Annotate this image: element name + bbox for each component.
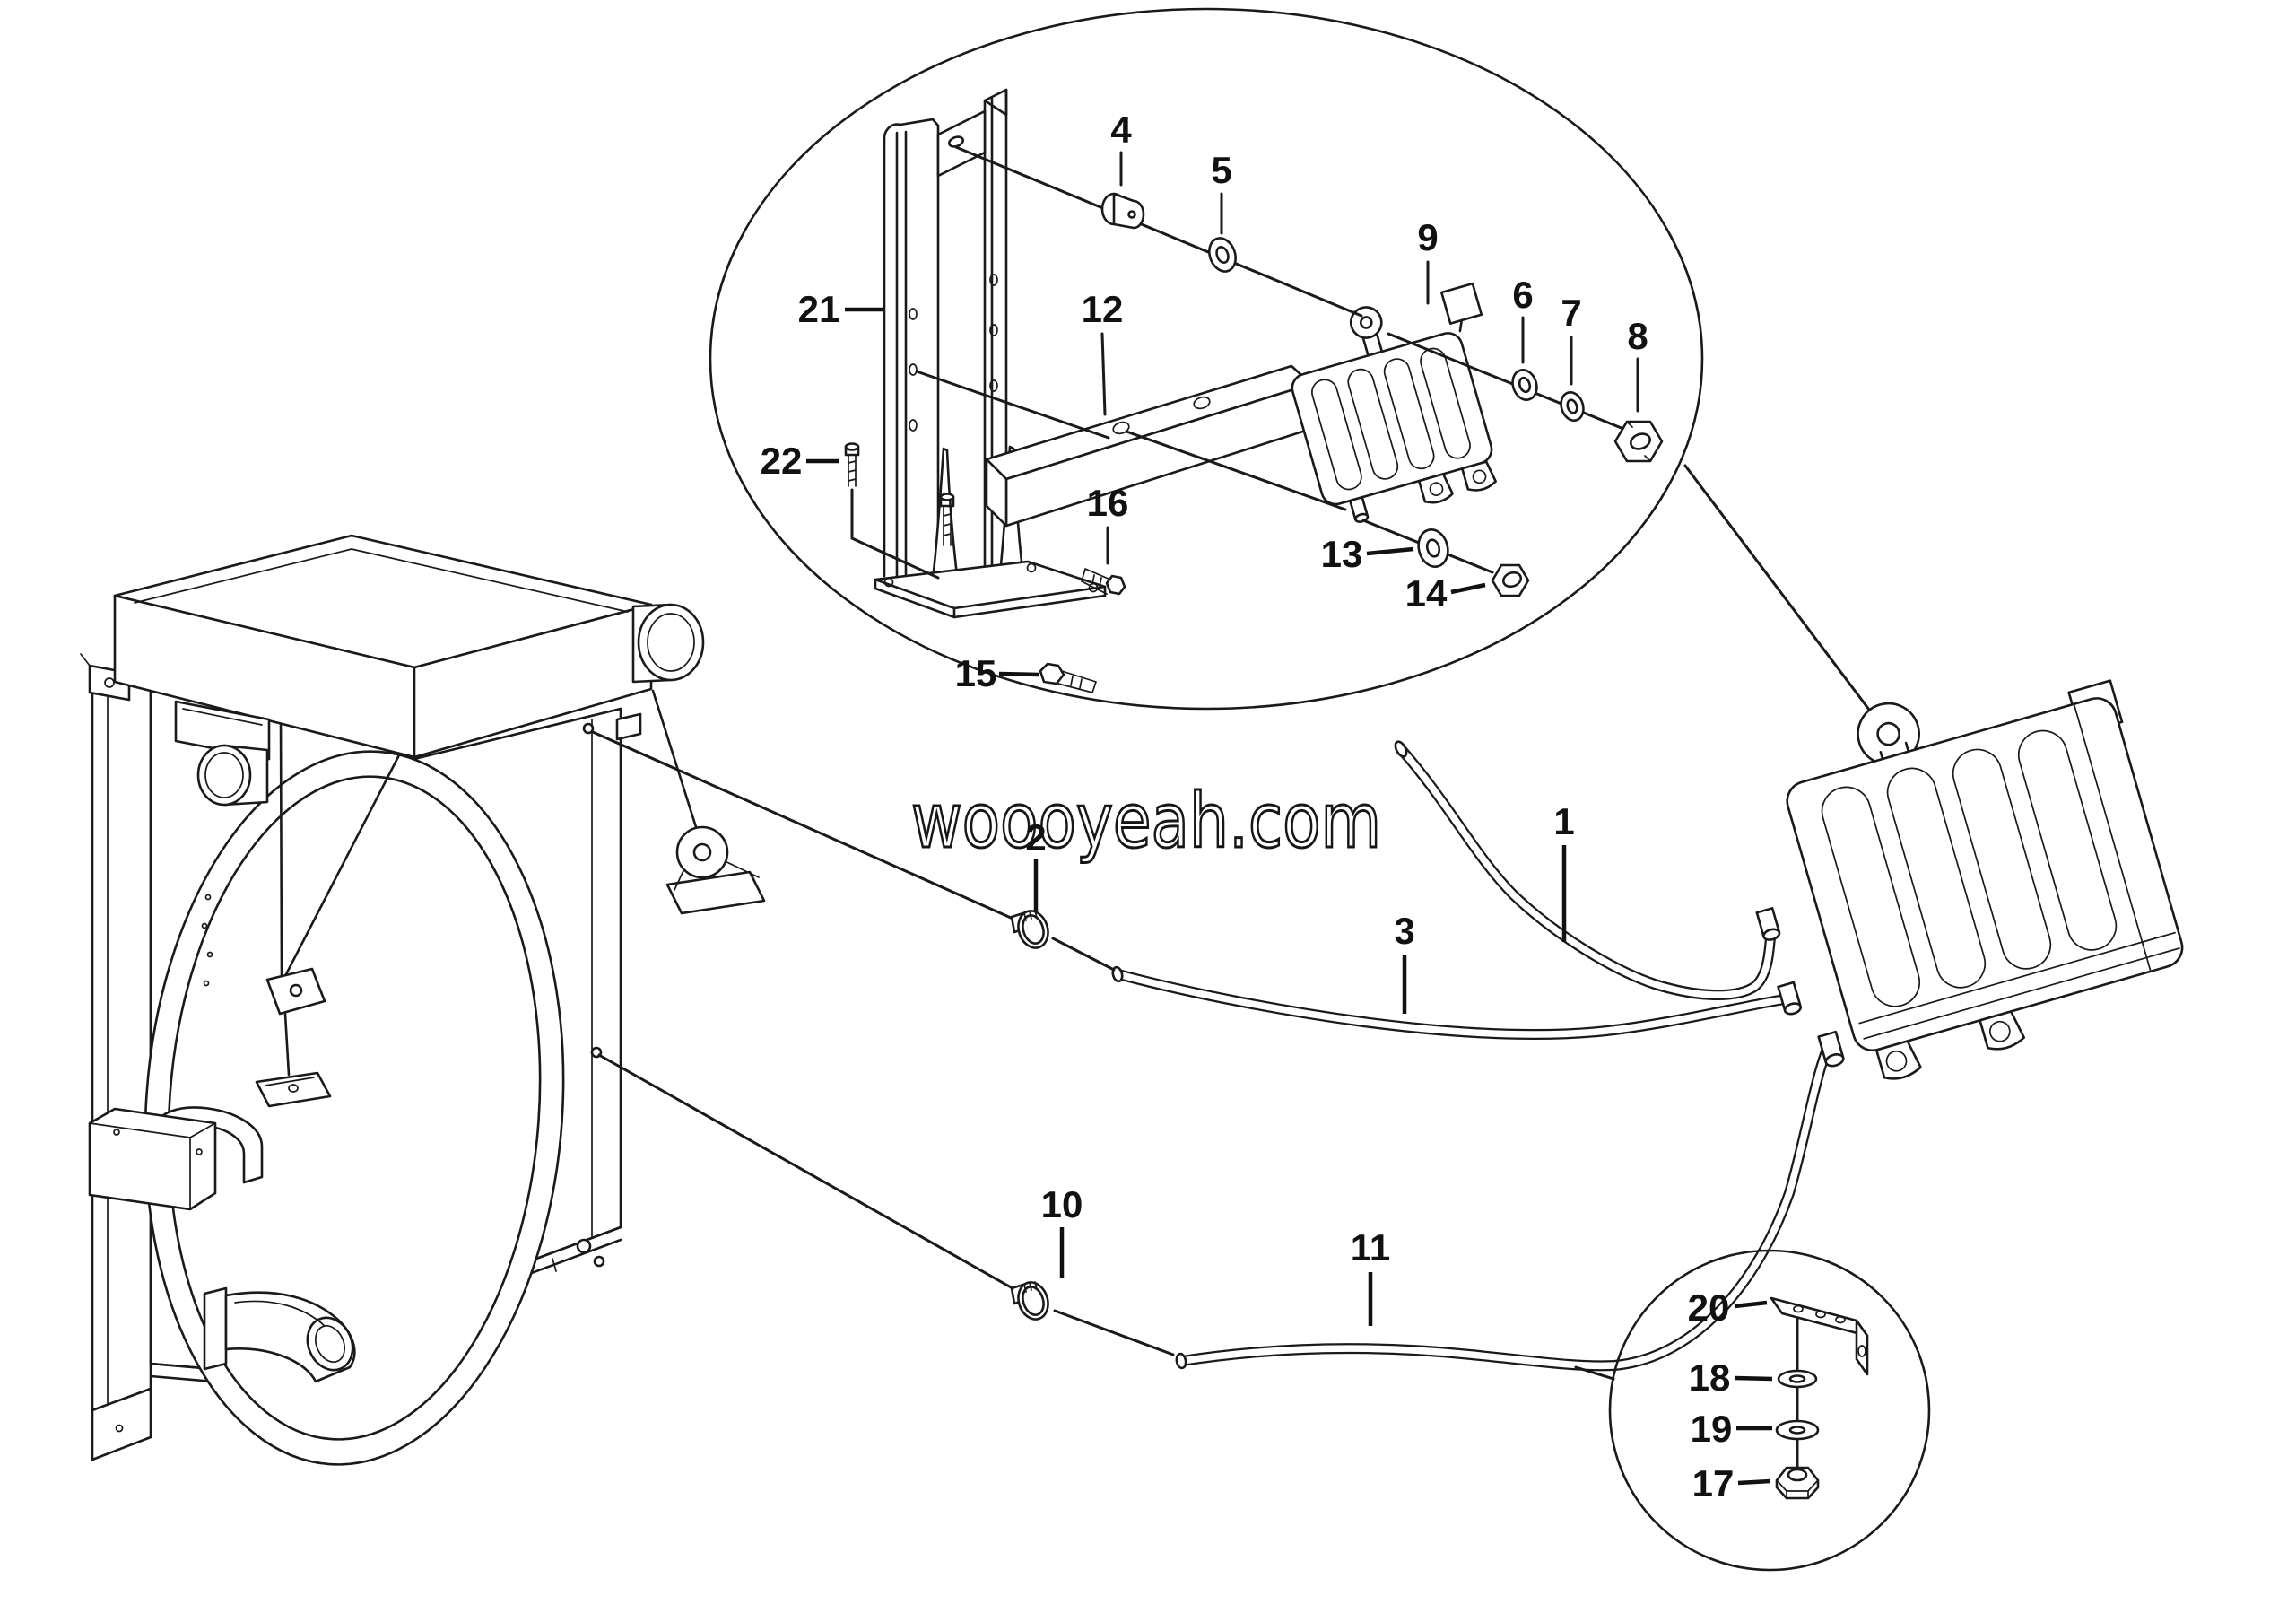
- washer-6: [1511, 369, 1538, 401]
- expansion-tank-large: [1755, 679, 2184, 1080]
- radiator-handle-bracket: [88, 1106, 264, 1211]
- part-label-4: 4: [1110, 109, 1132, 151]
- callout-dashes: [806, 307, 1773, 1486]
- part-label-15: 15: [955, 652, 997, 694]
- part-label-13: 13: [1321, 533, 1363, 575]
- radiator-side-nub: [615, 712, 642, 741]
- stand-anchor-bolt: [939, 493, 955, 546]
- hex-nut-8: [1613, 420, 1664, 463]
- radiator-elbow-hose: [203, 1286, 356, 1383]
- detail-ellipse-view: [709, 7, 1704, 711]
- radiator-side-channel: [80, 653, 152, 1461]
- watermark: woooyeah.com: [911, 777, 1381, 865]
- part-label-14: 14: [1405, 572, 1448, 615]
- part-label-5: 5: [1211, 149, 1231, 191]
- part-label-11: 11: [1351, 1226, 1390, 1269]
- radiator-assembly: [80, 534, 766, 1466]
- detail-ellipse-outline: [709, 7, 1704, 711]
- part-label-18: 18: [1689, 1356, 1731, 1399]
- radiator-top-tank: [113, 534, 653, 761]
- part-label-16: 16: [1087, 482, 1129, 524]
- part-label-6: 6: [1512, 274, 1533, 316]
- radiator-left-pipe: [196, 744, 269, 807]
- support-bracket-12: [985, 364, 1313, 528]
- part-label-8: 8: [1627, 315, 1648, 357]
- stay-rod-left: [255, 716, 405, 1108]
- radiator-right-pipe: [631, 603, 705, 684]
- bolt-15: [1039, 662, 1097, 693]
- fan-shroud-ring: [144, 750, 565, 1466]
- part-label-3: 3: [1394, 910, 1414, 952]
- spacer-4: [1100, 192, 1145, 230]
- part-label-2: 2: [1025, 816, 1046, 859]
- detail-circle-outline: [1608, 1249, 1931, 1572]
- part-label-10: 10: [1041, 1183, 1083, 1225]
- detail-circle-view: [1608, 1249, 1931, 1572]
- part-label-20: 20: [1688, 1286, 1730, 1329]
- washer-7: [1560, 391, 1585, 422]
- radiator-fittings: [201, 722, 605, 1268]
- washer-13: [1417, 528, 1449, 569]
- expansion-tank-small: [1291, 282, 1497, 523]
- part-label-22: 22: [761, 440, 803, 482]
- hose-11: [1175, 1046, 1831, 1372]
- bolt-22: [844, 442, 860, 487]
- washer-19: [1775, 1419, 1820, 1441]
- part-label-17: 17: [1692, 1462, 1735, 1504]
- part-label-1: 1: [1553, 800, 1574, 842]
- bolt-16: [1081, 568, 1126, 596]
- hex-nut-17: [1775, 1466, 1820, 1500]
- part-label-7: 7: [1561, 292, 1581, 334]
- part-label-12: 12: [1082, 288, 1124, 330]
- leader-lines-ellipse: [850, 145, 1639, 580]
- hose-3: [1111, 965, 1790, 1041]
- washer-18: [1777, 1369, 1818, 1389]
- part-label-9: 9: [1417, 216, 1438, 258]
- hose-clamp-2: [1010, 910, 1049, 949]
- hose-clamp-10: [1010, 1281, 1049, 1321]
- washer-5: [1208, 237, 1237, 273]
- l-bracket-20: [1770, 1296, 1869, 1376]
- part-label-21: 21: [798, 288, 840, 330]
- mounting-stand: [874, 88, 1107, 619]
- part-label-19: 19: [1691, 1408, 1733, 1450]
- leader-lines-main: [591, 464, 1871, 1381]
- hose-1: [1394, 740, 1777, 1001]
- hex-nut-14: [1491, 563, 1530, 597]
